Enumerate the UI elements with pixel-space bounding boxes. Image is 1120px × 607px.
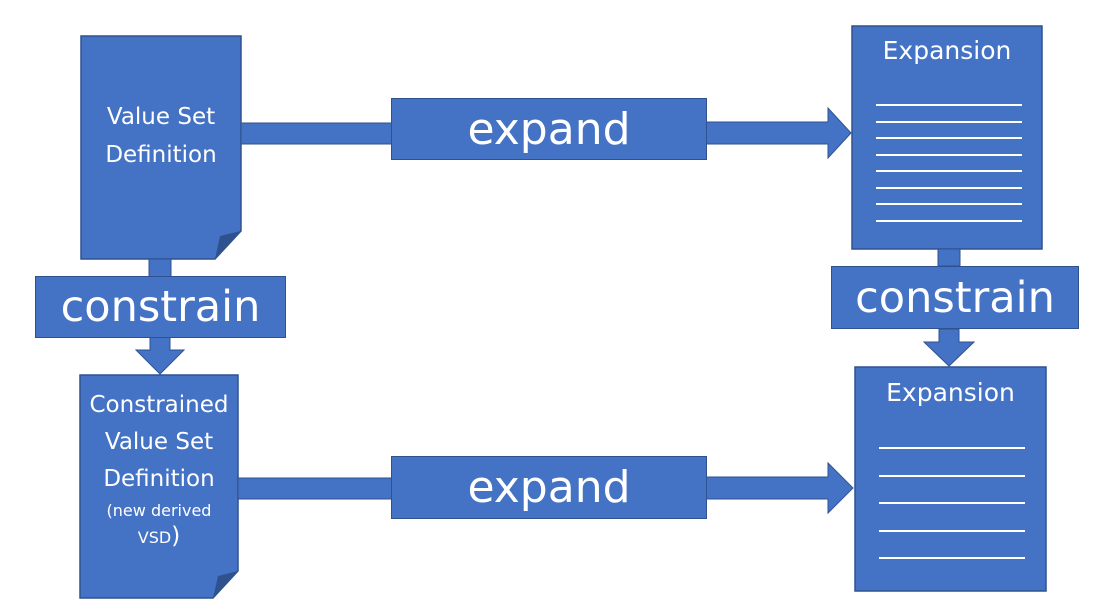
bottom-expansion-document [854,366,1047,592]
right-connector-top [937,248,961,267]
constrained-vsd-page-fold [213,571,238,598]
list-line [879,474,1025,477]
top-connector-left [240,122,393,145]
list-line [879,502,1025,504]
list-line [879,557,1025,559]
constrain-left-box: constrain [35,276,286,338]
constrained-vsd-line1: Constrained [89,392,229,418]
list-line [876,153,1022,156]
constrain-left-label: constrain [60,282,261,332]
left-connector-top [148,258,172,278]
left-constrain-arrow [134,336,186,375]
constrained-vsd-note: (new derived [106,501,212,520]
top-expansion-list [876,104,1022,222]
top-expansion-title: Expansion [882,36,1012,65]
list-line [876,170,1022,172]
value-set-definition-page-fold [215,231,241,259]
value-set-definition-text: Value Set Definition [81,98,241,174]
bottom-expand-arrow [705,461,854,515]
constrained-vsd-line2: Value Set [104,429,214,455]
constrained-vsd-line3: Definition [103,466,215,492]
constrain-right-box: constrain [831,266,1079,329]
list-line [876,104,1022,106]
value-set-definition-line1: Value Set [106,104,216,130]
list-line [879,447,1025,449]
expand-top-box: expand [391,98,707,160]
constrained-vsd-text: Constrained Value Set Definition (new de… [76,387,242,550]
list-line [879,529,1025,532]
expand-top-label: expand [467,103,631,155]
bottom-expansion-title: Expansion [886,378,1015,407]
right-constrain-arrow [922,328,976,367]
list-line [876,137,1022,139]
constrained-vsd-note2-paren: ) [171,523,181,549]
constrain-right-label: constrain [855,272,1055,323]
constrained-vsd-note2-row: VSD) [76,524,242,550]
list-line [876,203,1022,205]
expand-bottom-box: expand [391,456,707,519]
list-line [876,186,1022,189]
expand-bottom-label: expand [467,462,631,513]
value-set-definition-line2: Definition [105,142,217,168]
list-line [876,219,1022,222]
bottom-connector-left [237,477,393,500]
top-expand-arrow [705,106,852,160]
constrained-vsd-note2: VSD [137,528,172,547]
list-line [876,120,1022,123]
bottom-expansion-list [879,447,1025,561]
